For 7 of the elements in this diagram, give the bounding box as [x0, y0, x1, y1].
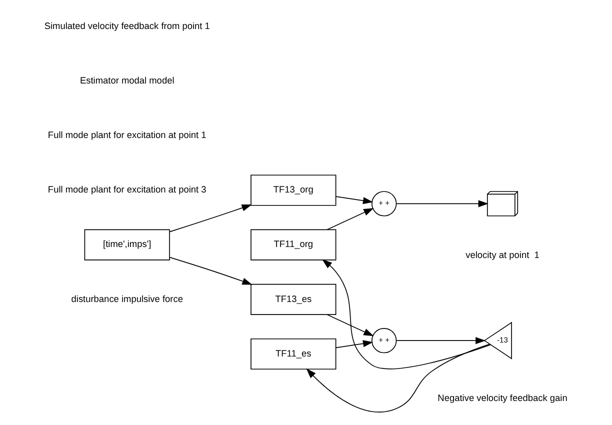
- label: Full mode plant for excitation at point 3: [48, 184, 206, 195]
- node-label: Negative velocity feedback gain: [438, 392, 568, 403]
- node-label: disturbance impulsive force: [71, 294, 183, 304]
- node-label: velocity at point 1: [466, 250, 540, 260]
- label: Full mode plant for excitation at point 1: [48, 130, 206, 140]
- label: Simulated velocity feedback from point 1: [44, 20, 210, 31]
- label: Estimator modal model: [80, 75, 174, 86]
